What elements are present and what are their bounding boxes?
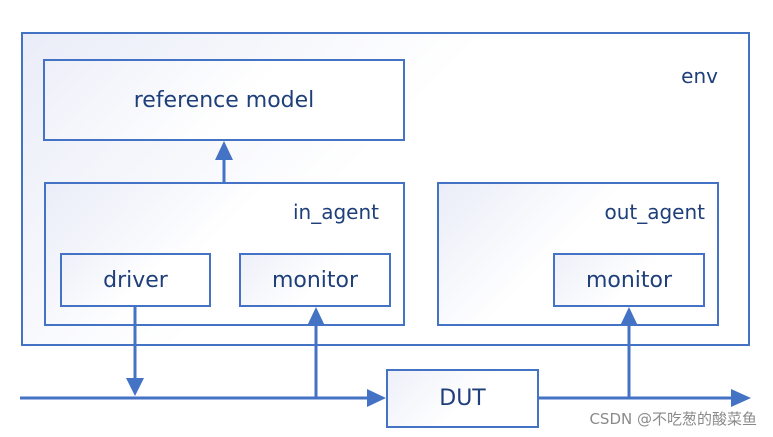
out-monitor-box: monitor <box>553 253 705 307</box>
output-arrowhead <box>731 389 751 407</box>
dut-label: DUT <box>439 386 486 411</box>
in-monitor-label: monitor <box>271 267 359 293</box>
out-agent-label: out_agent <box>604 200 705 224</box>
in-monitor-arrowhead <box>307 307 325 326</box>
out-monitor-arrowhead <box>620 307 638 326</box>
reference-model-label: reference model <box>133 87 315 113</box>
driver-label: driver <box>103 267 168 293</box>
env-label: env <box>681 64 718 88</box>
watermark: CSDN @不吃葱的酸菜鱼 <box>589 410 757 428</box>
reference-model-box: reference model <box>43 59 405 141</box>
out-monitor-label: monitor <box>585 267 673 293</box>
driver-box: driver <box>60 253 211 307</box>
driver-bus-arrowhead <box>126 378 144 396</box>
in-monitor-box: monitor <box>239 253 391 307</box>
dut-box: DUT <box>386 369 539 428</box>
refmodel-arrowhead <box>215 141 233 160</box>
in-agent-label: in_agent <box>292 200 379 224</box>
dut-input-arrowhead <box>367 389 386 407</box>
